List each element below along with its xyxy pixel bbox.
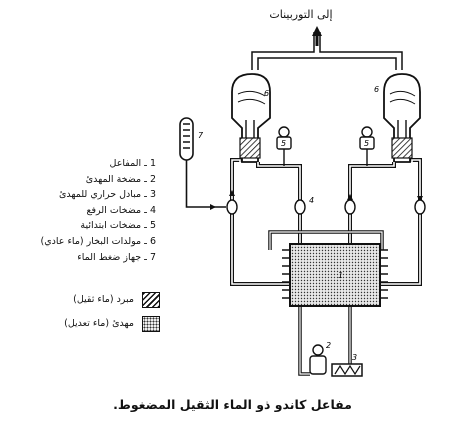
legend-item-lift-pumps: 4 ـ مضخات الرفع: [86, 204, 156, 216]
figure-caption: مفاعل كاندو ذو الماء الثقيل المضغوط.: [113, 397, 352, 412]
legend-item-steam-generators: 6 ـ مولدات البخار (ماء عادي): [40, 235, 157, 247]
reactor-number: 1: [338, 271, 343, 280]
legend: 1 ـ المفاعل 2 ـ مضخة المهدئ 3 ـ مبادل حر…: [6, 156, 157, 265]
legend-item-reactor: 1 ـ المفاعل: [109, 158, 156, 169]
turbine-arrow-icon: [312, 26, 322, 46]
key-coolant: مبرد (ماء ثقيل): [40, 292, 160, 312]
steam-line: [251, 32, 403, 70]
primary-pump-left: [276, 126, 292, 166]
steam-gen-left-number: 6: [264, 89, 269, 98]
lift-pumps: [226, 199, 426, 215]
heat-exchanger-number: 3: [352, 353, 357, 362]
steam-generator-right: [383, 73, 421, 163]
legend-item-moderator-pump: 2 ـ مضخة المهدئ: [85, 173, 156, 185]
coolant-key-label: مبرد (ماء ثقيل): [73, 294, 134, 305]
moderator-pump-number: 2: [326, 341, 331, 350]
moderator-key-label: مهدئ (ماء تعديل): [64, 318, 134, 329]
reactor-calandria: [282, 243, 388, 307]
legend-item-primary-pumps: 5 ـ مضخات ابتدائية: [80, 220, 156, 232]
moderator-heat-exchanger: [331, 363, 363, 377]
steam-generator-left: [231, 73, 271, 163]
moderator-swatch: [142, 316, 160, 332]
pressurizer-number: 7: [198, 131, 204, 140]
legend-item-heat-exchanger: 3 ـ مبادل حراري للمهدئ: [58, 189, 156, 201]
turbines-label: إلى التوربينات: [269, 8, 333, 21]
legend-item-pressurizer: 7 ـ جهاز ضغط الماء: [77, 251, 156, 263]
primary-pump-right: [359, 126, 375, 166]
coolant-swatch: [142, 292, 160, 308]
steam-gen-right-number: 6: [374, 85, 379, 94]
flow-arrow-icons: [229, 190, 423, 206]
primary-pump-right-number: 5: [364, 139, 369, 148]
primary-pump-left-number: 5: [281, 139, 286, 148]
moderator-pump: [309, 344, 327, 375]
key-moderator: مهدئ (ماء تعديل): [40, 316, 160, 336]
lift-pump-number: 4: [309, 196, 314, 205]
pressurizer-arrow-icon: [210, 204, 216, 210]
pressurizer: [179, 117, 226, 208]
